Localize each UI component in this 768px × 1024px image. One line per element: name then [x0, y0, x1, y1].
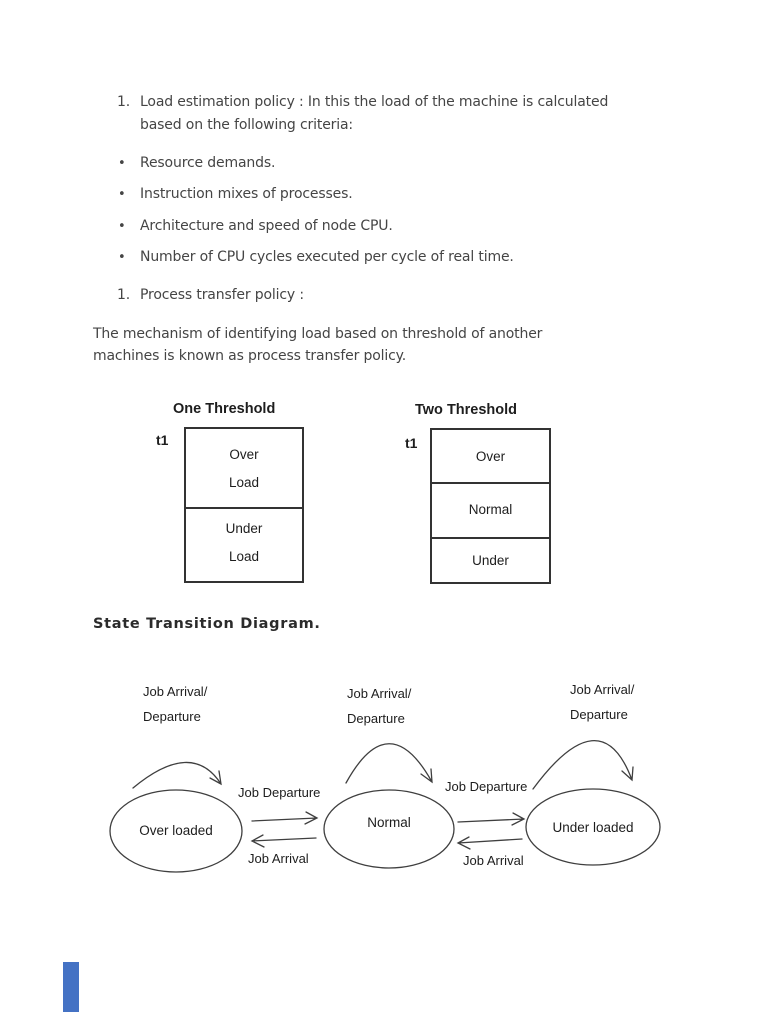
blue-page-marker [63, 962, 79, 1012]
arrow-underloaded-to-normal [456, 836, 523, 850]
bullet-item-text: Resource demands. [140, 155, 276, 171]
state-label-underloaded: Under loaded [552, 820, 634, 835]
state-label-overloaded: Over loaded [139, 823, 213, 838]
self-loop-label-3-line2: Departure [570, 707, 628, 722]
bullet-icon: • [118, 250, 126, 265]
transition-label-job-arrival-2: Job Arrival [463, 853, 524, 868]
arrow-overloaded-to-normal [251, 811, 319, 825]
list-item-1-line2: based on the following criteria: [140, 117, 353, 133]
self-loop-label-1-line1: Job Arrival/ [143, 684, 208, 699]
state-ellipse-underloaded [525, 788, 661, 866]
two-threshold-box: Over Normal Under [430, 428, 551, 584]
state-ellipse-normal [323, 789, 455, 869]
self-loop-label-1-line2: Departure [143, 709, 201, 724]
two-threshold-title: Two Threshold [415, 402, 518, 418]
self-loop-arrow-normal [345, 743, 433, 784]
transition-label-job-departure-2: Job Departure [445, 779, 528, 794]
list-item-1: Load estimation policy : In this the loa… [140, 91, 608, 137]
two-threshold-normal-label: Normal [468, 502, 513, 517]
bullet-icon: • [118, 187, 126, 202]
two-threshold-divider-1 [432, 482, 549, 484]
two-threshold-over-label: Over [475, 449, 506, 464]
two-threshold-t1-label: t1 [405, 435, 418, 451]
transition-label-job-departure-1: Job Departure [238, 785, 321, 800]
section-heading: State Transition Diagram. [93, 616, 321, 632]
transition-label-job-arrival-1: Job Arrival [248, 851, 309, 866]
list-item-1-line1: Load estimation policy : In this the loa… [140, 94, 609, 110]
paragraph-line1: The mechanism of identifying load based … [93, 326, 543, 342]
self-loop-label-3: Job Arrival/ Departure [570, 677, 634, 727]
one-threshold-over-label: Over [229, 447, 259, 462]
state-ellipse-overloaded [109, 789, 243, 873]
two-threshold-divider-2 [432, 537, 549, 539]
one-threshold-load2-label: Load [228, 549, 260, 564]
list-item-2-text: Process transfer policy : [140, 287, 304, 303]
state-diagram [109, 740, 661, 873]
one-threshold-under-label: Under [225, 521, 263, 536]
two-threshold-under-label: Under [472, 553, 509, 568]
bullet-icon: • [118, 156, 126, 171]
self-loop-label-2-line2: Departure [347, 711, 405, 726]
one-threshold-t1-label: t1 [156, 432, 169, 448]
self-loop-arrow-underloaded [532, 740, 634, 790]
bullet-item-text: Instruction mixes of processes. [140, 186, 353, 202]
paragraph: The mechanism of identifying load based … [93, 323, 542, 367]
bullet-icon: • [118, 219, 126, 234]
one-threshold-box: Over Load Under Load [184, 427, 304, 583]
self-loop-label-2-line1: Job Arrival/ [347, 686, 412, 701]
bullet-item-text: Architecture and speed of node CPU. [140, 218, 393, 234]
arrow-normal-to-underloaded [457, 812, 526, 826]
list-item-1-marker: 1. [117, 94, 131, 110]
paragraph-line2: machines is known as process transfer po… [93, 348, 407, 364]
list-item-2-marker: 1. [117, 287, 131, 303]
state-label-normal: Normal [367, 815, 411, 830]
self-loop-label-1: Job Arrival/ Departure [143, 679, 207, 729]
one-threshold-load-label: Load [228, 475, 260, 490]
one-threshold-divider [186, 507, 302, 509]
bullet-item-text: Number of CPU cycles executed per cycle … [140, 249, 514, 265]
one-threshold-title: One Threshold [173, 401, 276, 417]
arrow-normal-to-overloaded [250, 834, 317, 848]
self-loop-label-2: Job Arrival/ Departure [347, 681, 411, 731]
self-loop-label-3-line1: Job Arrival/ [570, 682, 635, 697]
self-loop-arrow-overloaded [132, 761, 222, 789]
